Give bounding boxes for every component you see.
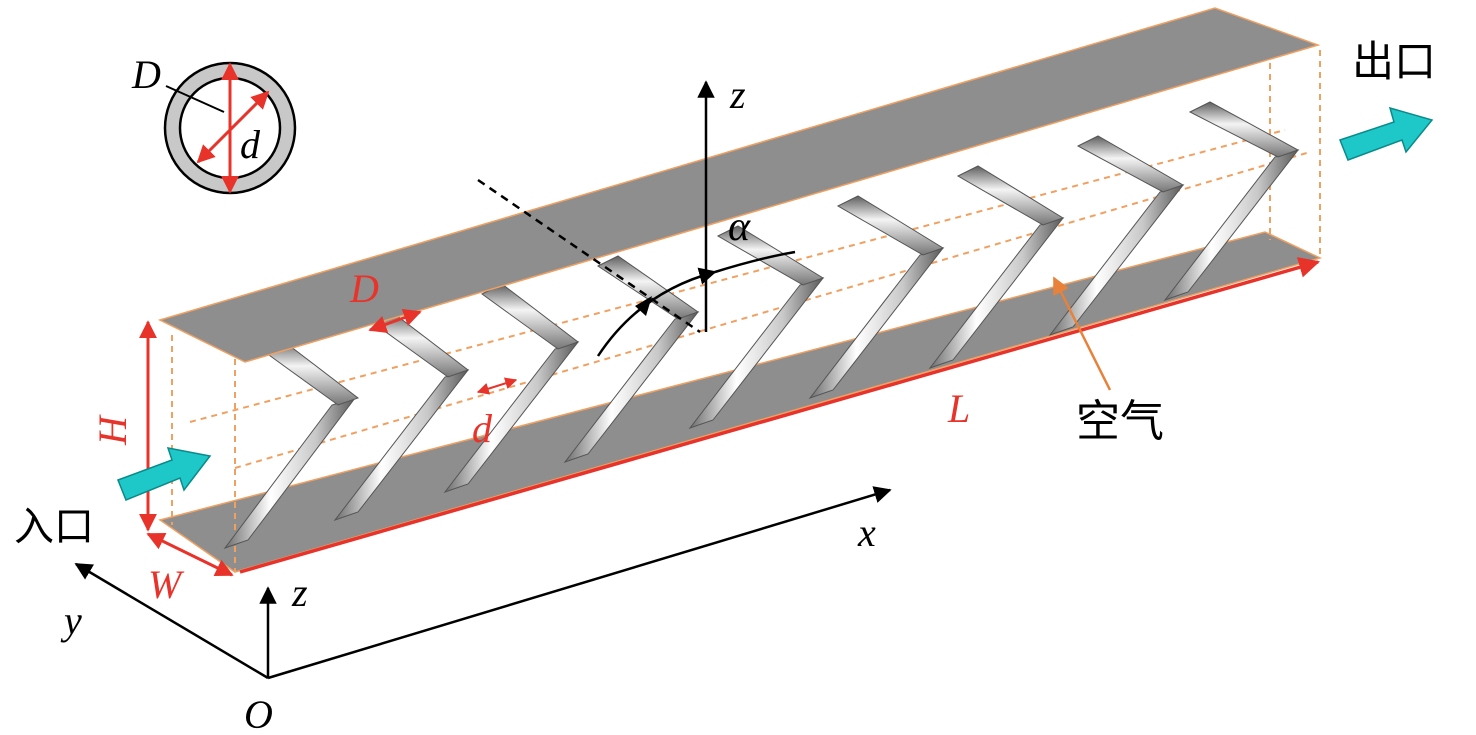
alpha-label: α: [728, 204, 751, 250]
L-dimension-arrow: [239, 257, 1321, 574]
d-dimension-label: d: [472, 406, 493, 451]
outlet-label: 出口: [1352, 37, 1436, 86]
alpha-angle-arrow-lower: [635, 296, 652, 316]
tube-cross-section-icon: [163, 61, 297, 195]
D-dimension-label: D: [349, 266, 379, 311]
tube-centerline-dashed: [477, 178, 701, 334]
tube-upper-legs: [261, 101, 1300, 406]
inlet-label: 入口: [14, 504, 94, 550]
global-y-axis: [74, 562, 269, 680]
W-dimension-arrow: [146, 532, 234, 577]
air-pointer-arrow: [1052, 276, 1112, 391]
tube-lower-legs: [223, 149, 1300, 550]
alpha-angle-arc-tail: [714, 250, 796, 274]
global-x-axis: [267, 486, 892, 680]
cross-section-D-label: D: [131, 52, 161, 97]
global-y-label: y: [60, 598, 82, 643]
d-dimension-arrow: [476, 377, 518, 395]
top-plate: [157, 7, 1321, 363]
local-z-label: z: [729, 72, 746, 117]
origin-label: O: [244, 692, 273, 735]
W-dimension-label: W: [148, 562, 185, 607]
L-dimension-label: L: [947, 386, 970, 431]
cross-section-d-label: d: [240, 122, 261, 167]
air-label: 空气: [1076, 396, 1164, 447]
H-dimension-label: H: [90, 414, 135, 446]
inlet-flow-arrow-icon: [117, 447, 212, 501]
outlet-flow-arrow-icon: [1339, 106, 1434, 161]
global-x-label: x: [857, 510, 876, 555]
D-dimension-arrow: [368, 309, 422, 333]
tube-bank: [223, 101, 1300, 550]
global-z-label: z: [291, 570, 308, 615]
